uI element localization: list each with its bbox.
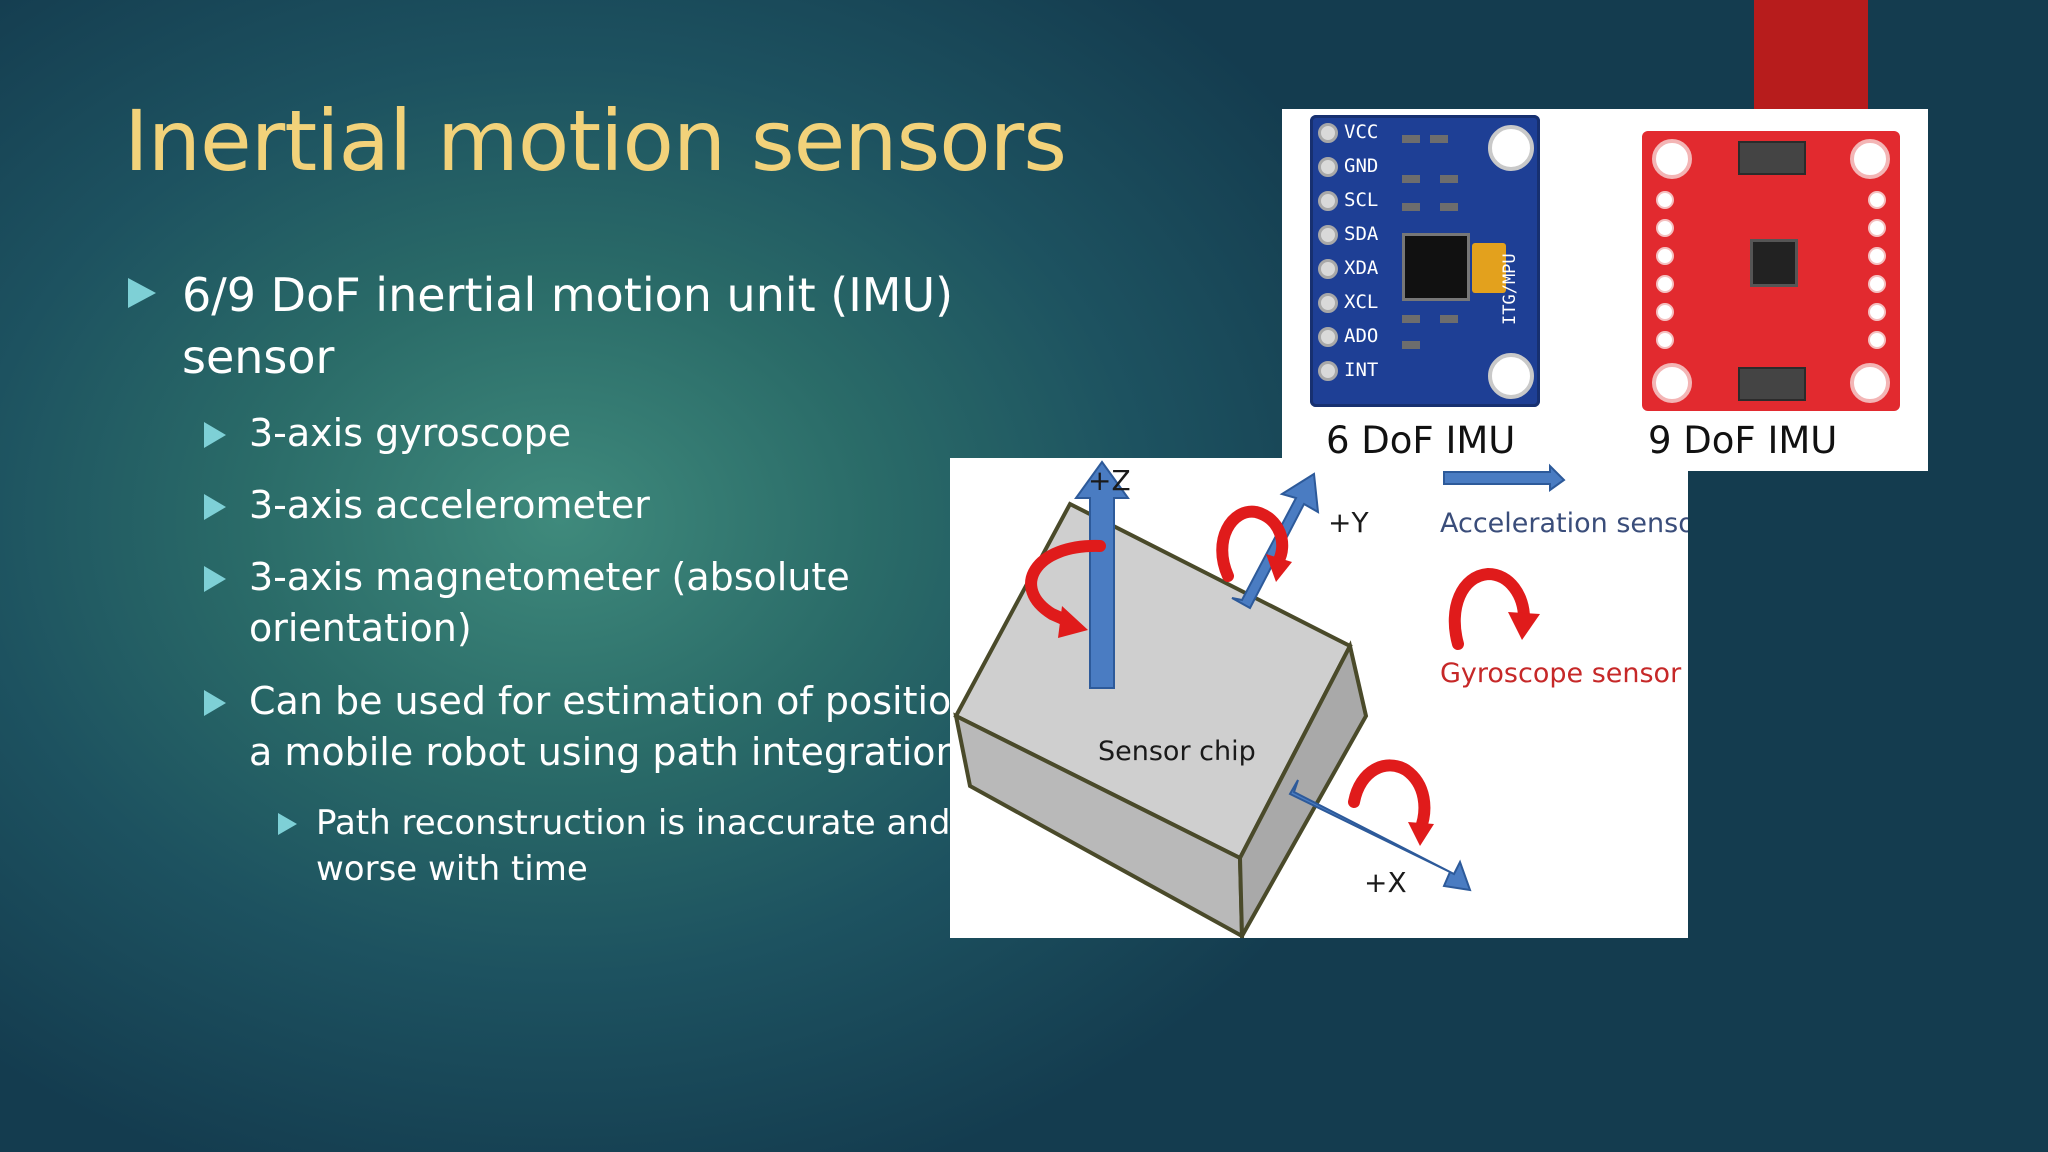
x-axis-arrow (1288, 779, 1472, 892)
pcb-pin: VCC (1318, 119, 1408, 149)
bullet-arrow-icon (204, 690, 226, 716)
bullet-path-integration: Can be used for estimation of positio a … (204, 676, 960, 778)
pcb-pin: SCL (1318, 187, 1408, 217)
nine-dof-label: 9 DoF IMU (1648, 419, 1838, 462)
z-axis-arrow (1074, 460, 1130, 689)
y-axis-arrow (1231, 472, 1320, 610)
bullet-list: 6/9 DoF inertial motion unit (IMU) senso… (0, 0, 960, 1152)
capacitor (1472, 243, 1506, 293)
accent-tab (1754, 0, 1868, 110)
sensor-axes-diagram: +Z +Y +X Sensor chip Acceleration sensor… (950, 458, 1688, 938)
imu-chip (1402, 233, 1470, 301)
bullet-text-line: Path reconstruction is inaccurate and (316, 803, 951, 843)
mounting-hole (1488, 125, 1534, 171)
bullet-gyroscope: 3-axis gyroscope (204, 408, 572, 459)
x-axis-label: +X (1364, 866, 1407, 899)
chip-block-side-face (1237, 640, 1369, 938)
bullet-text-line: 6/9 DoF inertial motion unit (IMU) (182, 268, 954, 322)
y-rotation-arrow (1216, 505, 1289, 582)
x-rotation-arrow (1348, 759, 1431, 836)
pcb-pin: ADO (1318, 323, 1408, 353)
bullet-accelerometer: 3-axis accelerometer (204, 480, 650, 531)
pcb-pin: SDA (1318, 221, 1408, 251)
legend-gyroscope-arrow (1448, 567, 1530, 650)
bullet-text-line: 3-axis accelerometer (249, 483, 650, 527)
mounting-hole (1488, 353, 1534, 399)
bullet-text-line: 3-axis magnetometer (absolute (249, 555, 850, 599)
bullet-arrow-icon (204, 494, 226, 520)
bullet-text-line: 3-axis gyroscope (249, 411, 572, 455)
bullet-text-line: sensor (182, 330, 335, 384)
bullet-arrow-icon (204, 566, 226, 592)
pcb-pin: GND (1318, 153, 1408, 183)
gyroscope-sensor-label: Gyroscope sensor (1440, 658, 1682, 689)
bullet-path-reconstruction: Path reconstruction is inaccurate and wo… (278, 800, 951, 892)
bullet-text-line: orientation) (249, 606, 472, 650)
y-axis-label: +Y (1328, 506, 1369, 539)
bullet-arrow-icon (204, 422, 226, 448)
bullet-imu: 6/9 DoF inertial motion unit (IMU) senso… (128, 264, 954, 388)
bullet-magnetometer: 3-axis magnetometer (absolute orientatio… (204, 552, 850, 654)
imu-photo-panel: VCC GND SCL SDA XDA XCL ADO INT ITG/MPU (1282, 109, 1928, 471)
acceleration-sensor-label: Acceleration sensor (1440, 508, 1688, 539)
six-dof-label: 6 DoF IMU (1326, 419, 1516, 462)
slide-title: Inertial motion sensors (124, 92, 1067, 190)
bullet-arrow-icon (128, 278, 156, 308)
six-dof-imu-board-image: VCC GND SCL SDA XDA XCL ADO INT ITG/MPU (1310, 115, 1540, 407)
legend-acceleration-arrow (1443, 463, 1566, 492)
nine-dof-imu-board-image (1642, 131, 1900, 411)
z-rotation-arrow (1025, 539, 1106, 628)
z-axis-label: +Z (1088, 464, 1131, 497)
sensor-chip-label: Sensor chip (1098, 736, 1256, 767)
pcb-pin: XDA (1318, 255, 1408, 285)
bullet-text-line: worse with time (316, 849, 588, 889)
pcb-pin: XCL (1318, 289, 1408, 319)
bullet-text-line: a mobile robot using path integration (249, 730, 960, 774)
bullet-text-line: Can be used for estimation of positio (249, 679, 952, 723)
pcb-pin: INT (1318, 357, 1408, 387)
bullet-arrow-icon (278, 813, 297, 835)
imu-chip (1750, 239, 1798, 287)
pcb-silkscreen-text: ITG/MPU (1500, 253, 1520, 325)
